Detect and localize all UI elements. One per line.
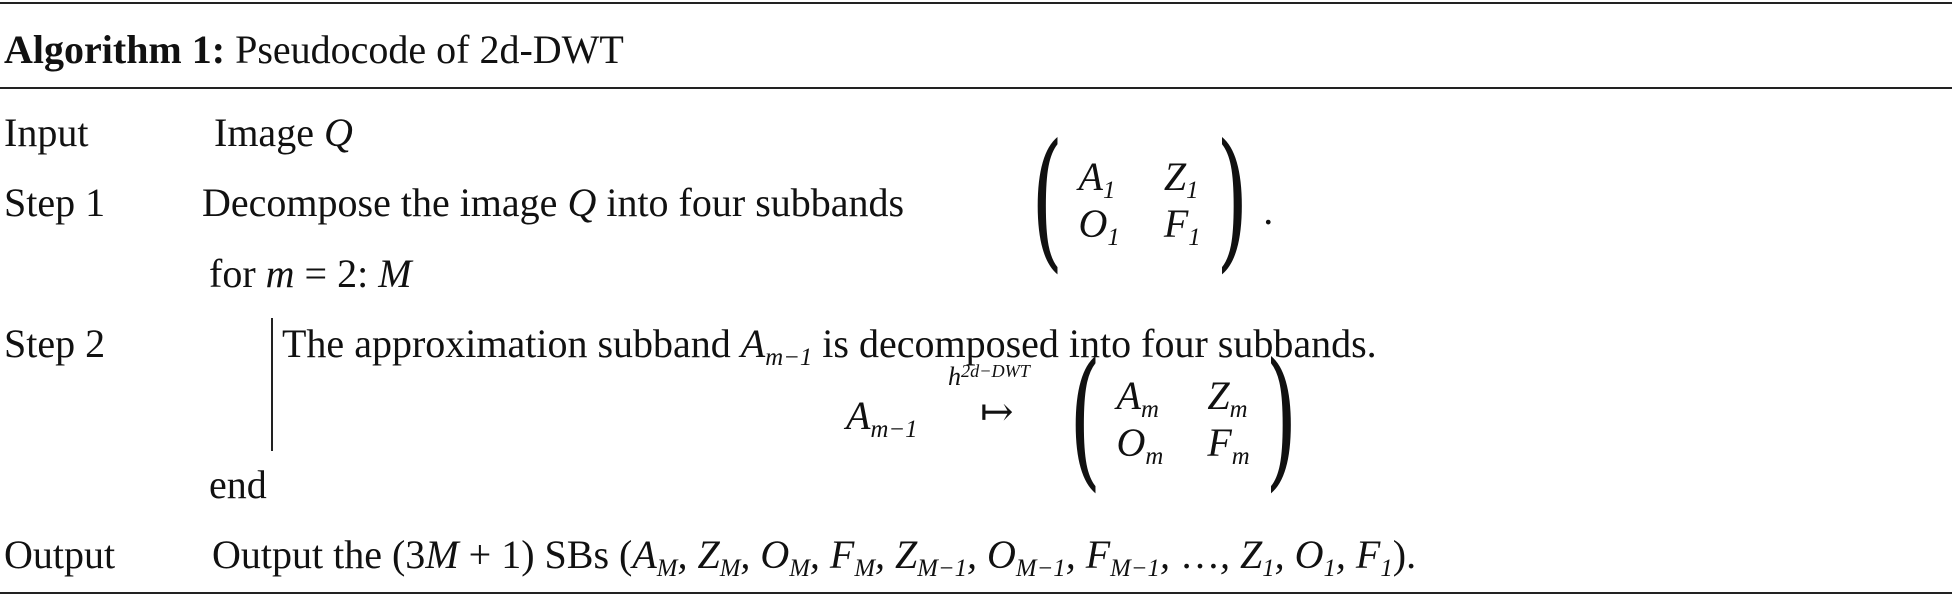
output-label: Output xyxy=(4,532,116,577)
input-text: Image Q xyxy=(214,110,353,155)
matrix-cell-zm: Zm xyxy=(1207,372,1248,423)
end-keyword: end xyxy=(209,462,267,507)
matrix-cell-fm: Fm xyxy=(1207,420,1250,470)
matrix-cell-o1: O1 xyxy=(1078,201,1120,251)
matrix-cell-f1: F1 xyxy=(1163,201,1201,251)
matrix-cell-a1: A1 xyxy=(1078,153,1116,204)
bottom-rule xyxy=(0,592,1952,594)
loop-body-bar xyxy=(271,318,273,451)
matrix-cell-am: Am xyxy=(1116,372,1159,423)
output-text: Output the (3M + 1) SBs (AM, ZM, OM, FM,… xyxy=(212,532,1417,582)
top-rule xyxy=(0,2,1952,4)
step2-matrix: ( Am Zm Om Fm ) xyxy=(1056,344,1310,494)
step1-label: Step 1 xyxy=(4,180,106,225)
input-label: Input xyxy=(4,110,89,155)
output-subband-list: AM, ZM, OM, FM, ZM−1, OM−1, FM−1, …, Z1,… xyxy=(632,532,1393,582)
algorithm-title: Pseudocode of 2d-DWT xyxy=(235,27,624,72)
matrix-cell-z1: Z1 xyxy=(1163,153,1199,204)
map-operator-label: h2d−DWT xyxy=(948,360,1030,391)
left-paren-icon: ( xyxy=(1069,332,1102,506)
step2-label: Step 2 xyxy=(4,321,106,366)
step2-text: The approximation subband Am−1 is decomp… xyxy=(282,321,1377,371)
step1-matrix: ( A1 Z1 O1 F1 ) . xyxy=(1018,125,1274,275)
step1-end-punct: . xyxy=(1263,187,1274,233)
header-rule xyxy=(0,87,1952,89)
algorithm-label: Algorithm 1: xyxy=(4,27,226,72)
mapsto-arrow-icon: ↦ xyxy=(980,389,1014,434)
matrix-cell-om: Om xyxy=(1116,420,1164,470)
for-loop-line: for m = 2: M xyxy=(209,251,412,296)
right-paren-icon: ) xyxy=(1264,332,1298,506)
left-paren-icon: ( xyxy=(1031,113,1064,287)
algorithm-header: Algorithm 1: Pseudocode of 2d-DWT xyxy=(4,30,624,70)
map-left-operand: Am−1 xyxy=(846,393,918,443)
right-paren-icon: ) xyxy=(1215,113,1249,287)
step1-text: Decompose the image Q into four subbands xyxy=(202,180,905,225)
